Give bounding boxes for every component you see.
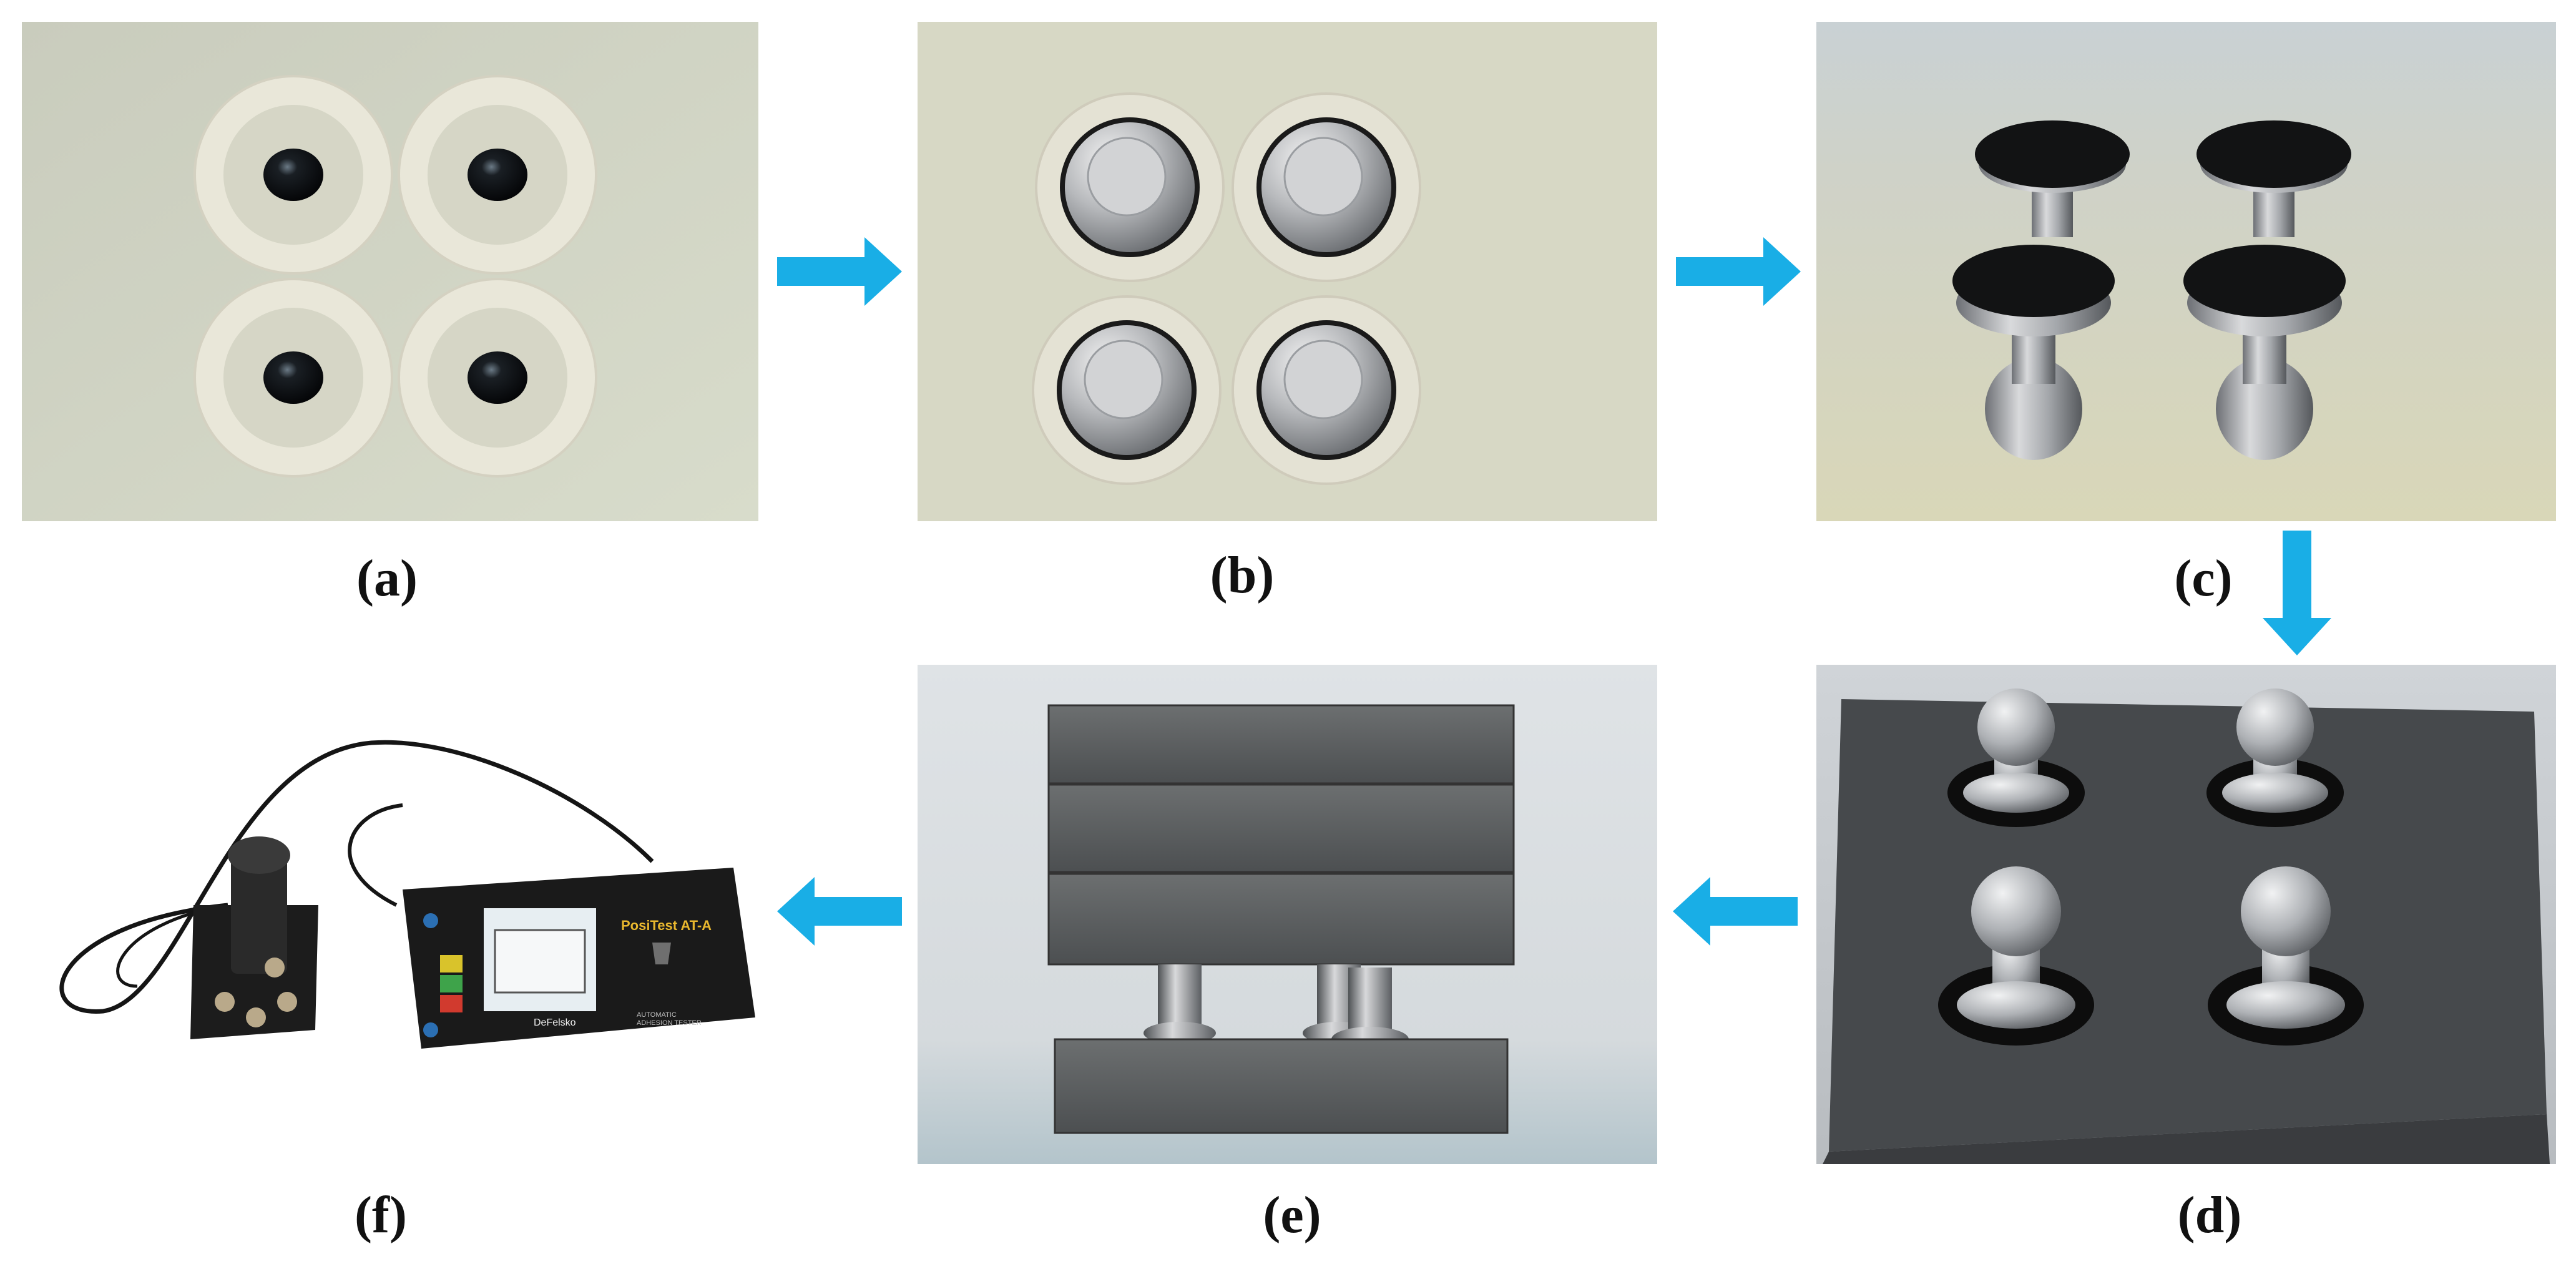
arrow-right-b-to-c	[1676, 237, 1801, 306]
arrow-down-c-to-d	[2263, 531, 2331, 655]
panel-b-label: (b)	[1210, 546, 1275, 604]
arrow-left-d-to-e	[1673, 877, 1798, 946]
arrow-right-a-to-b	[777, 237, 902, 306]
arrow-left-e-to-f	[777, 877, 902, 946]
device-subtitle-text: AUTOMATIC ADHESION TESTER	[637, 1011, 702, 1027]
panel-d-label: (d)	[2177, 1186, 2242, 1244]
panel-c-label: (c)	[2174, 549, 2233, 607]
panel-a-photo	[22, 22, 758, 521]
panel-f-photo: PosiTest AT-A AUTOMATIC ADHESION TESTER …	[22, 718, 762, 1074]
panel-e-label: (e)	[1263, 1186, 1321, 1244]
panel-b-photo	[918, 22, 1657, 521]
panel-a-label: (a)	[356, 549, 418, 607]
panel-c-photo	[1816, 22, 2556, 521]
panel-d-photo	[1816, 665, 2556, 1164]
panel-f-label: (f)	[355, 1186, 407, 1244]
device-maker-text: DeFelsko	[534, 1017, 576, 1028]
device-brand-text: PosiTest AT-A	[621, 918, 712, 933]
panel-e-photo	[918, 665, 1657, 1164]
